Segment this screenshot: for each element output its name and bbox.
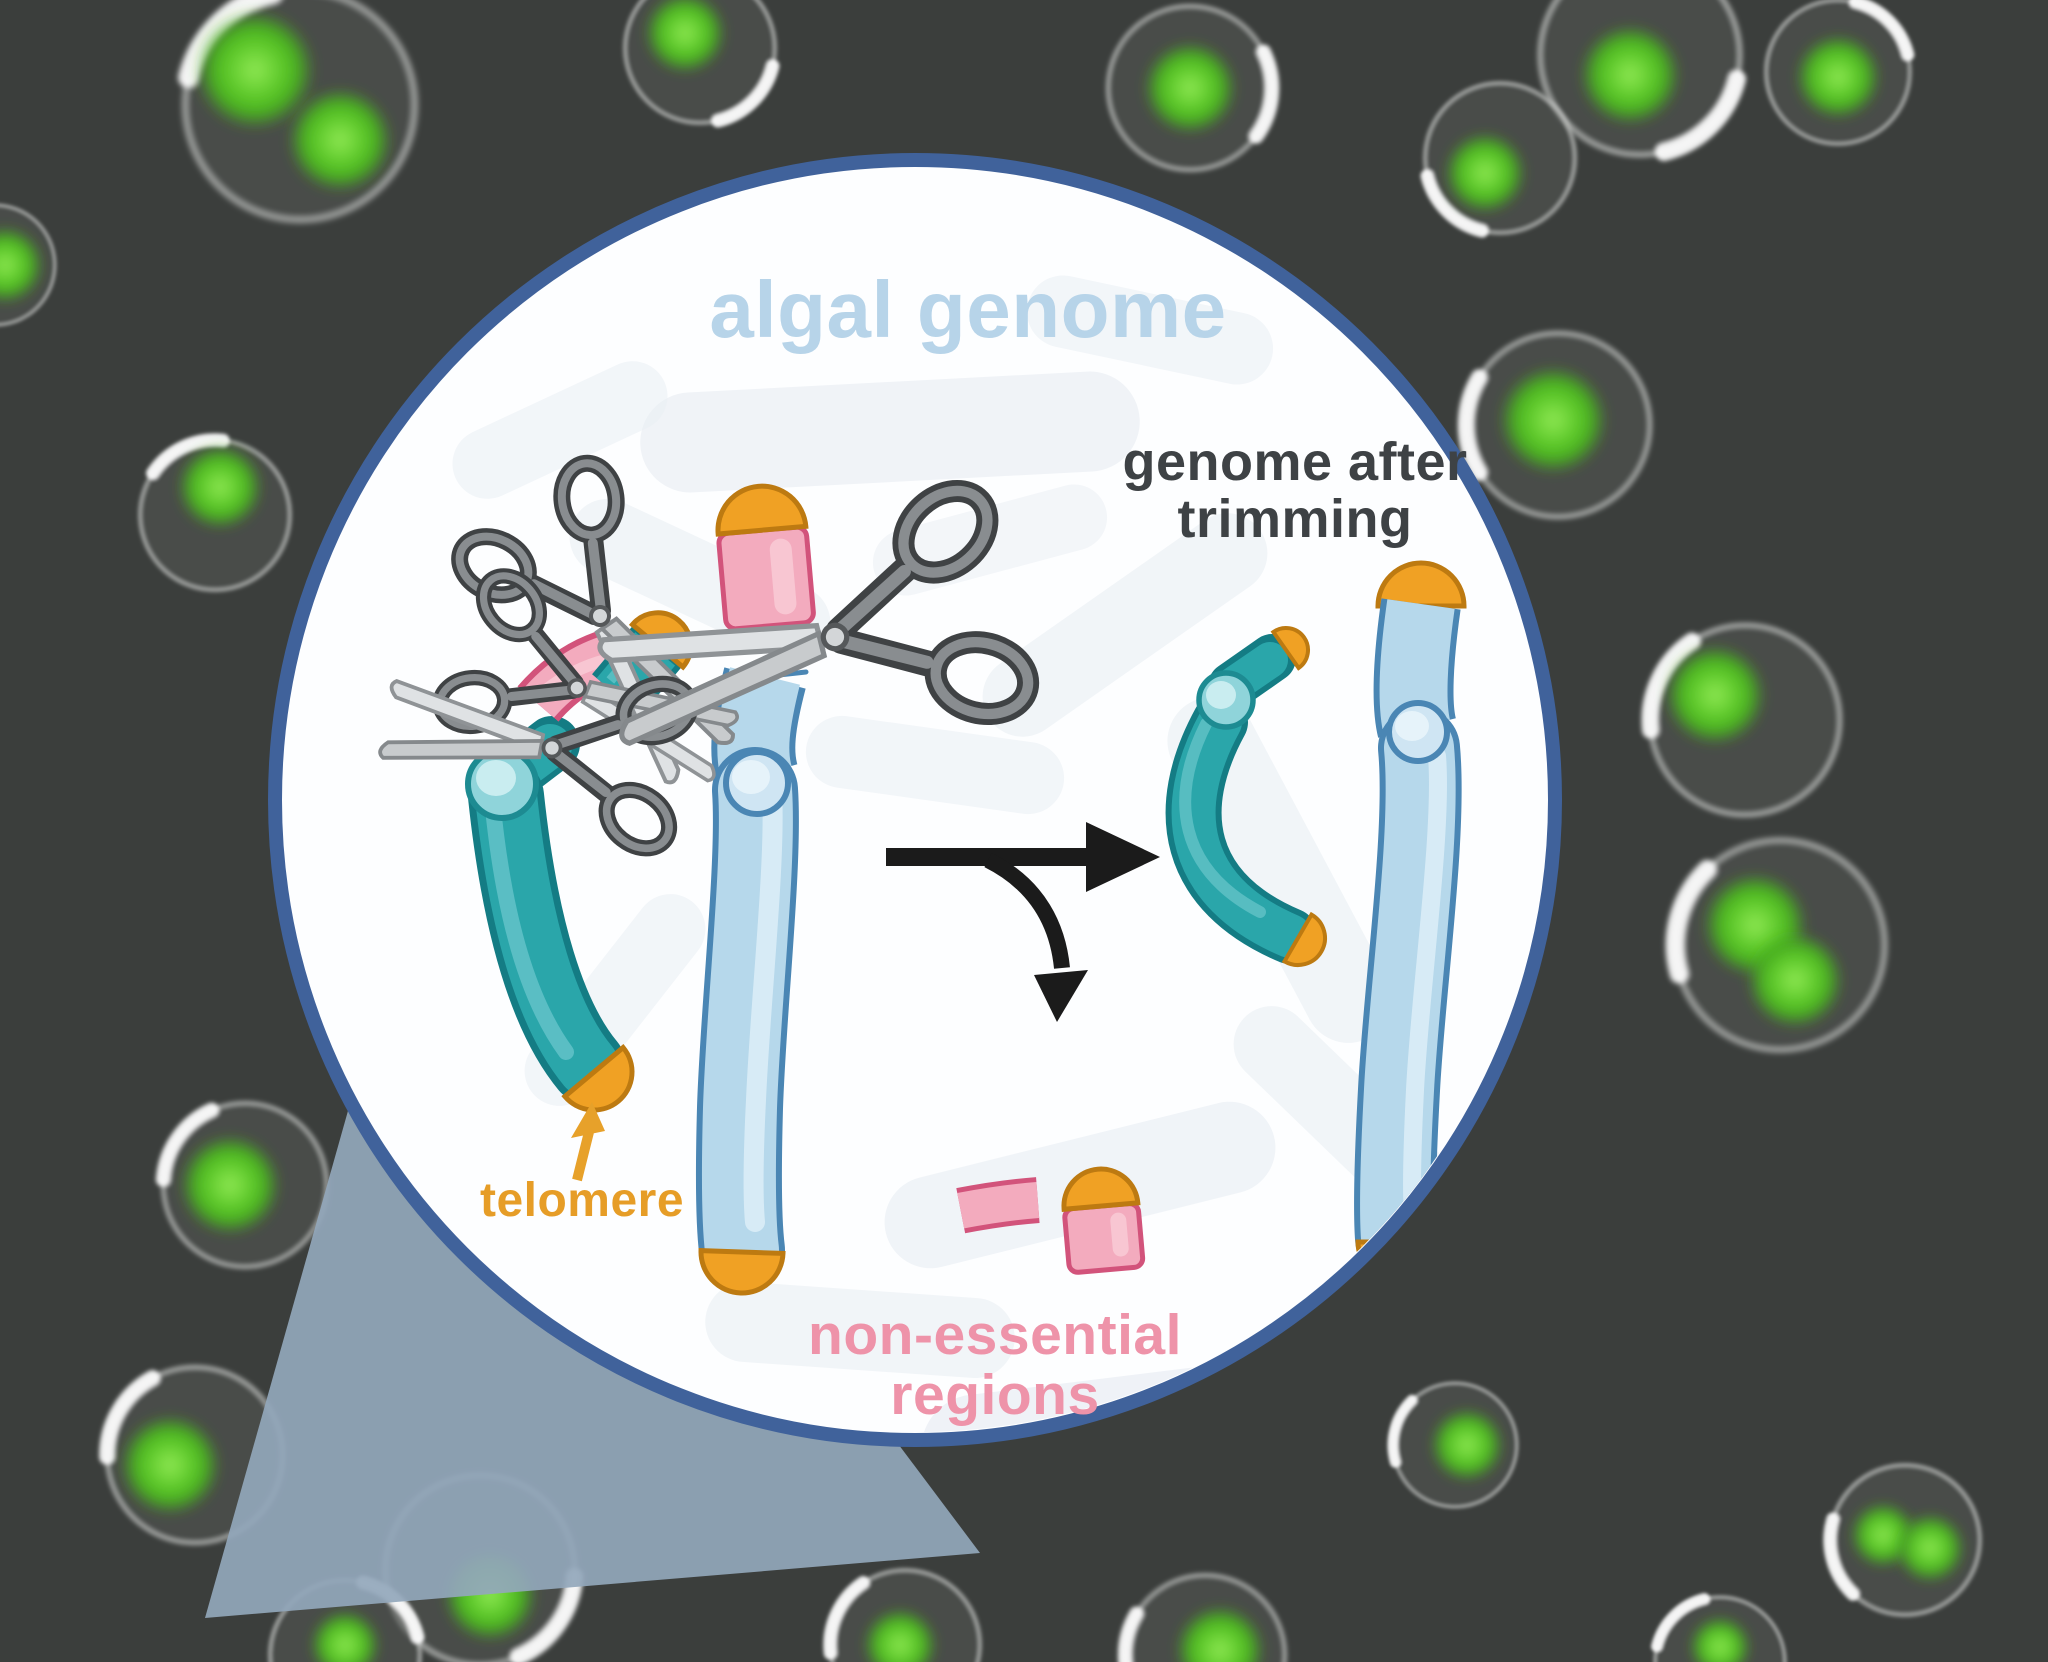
algal-cell — [1655, 1597, 1785, 1662]
telomere-cap — [561, 1044, 635, 1113]
telomere-cap — [1281, 911, 1327, 967]
chromosome-teal-trimmed — [1165, 626, 1327, 967]
chromosome-teal-original — [465, 716, 635, 1113]
non-essential-regions-label: non-essential regions — [808, 1303, 1182, 1428]
algal-cell — [1803, 1438, 2008, 1643]
telomere-cap — [698, 1247, 786, 1296]
chromosome-blue-original — [695, 667, 809, 1296]
algal-cell — [185, 0, 415, 220]
telomere-label: telomere — [479, 1174, 685, 1227]
fork-arrow-icon — [886, 822, 1160, 1022]
algal-cell — [1425, 83, 1575, 233]
algal-cell — [1540, 0, 1740, 155]
fragment-pink-with-telomere — [715, 483, 816, 632]
telomere-cap — [1061, 1166, 1141, 1212]
algal-cell — [1766, 0, 1910, 144]
telomere-cap — [715, 483, 809, 537]
algal-cell — [1428, 295, 1688, 555]
algal-cell — [1623, 598, 1867, 842]
genome-after-trimming-label: genome after trimming — [1122, 432, 1468, 550]
algal-cell — [1074, 0, 1305, 204]
telomere-cap — [1375, 560, 1467, 609]
telomere-pointer-arrow — [571, 1102, 605, 1182]
algal-cell — [809, 1549, 1001, 1662]
algal-cell — [150, 1090, 340, 1280]
algal-cell — [270, 1580, 420, 1662]
fragment-pink-capped — [1061, 1166, 1146, 1275]
algal-cell — [119, 419, 311, 611]
algal-cell — [87, 1347, 303, 1563]
telomere-cap — [1270, 626, 1310, 671]
algal-cell — [1092, 1542, 1318, 1662]
algal-cell — [625, 0, 775, 123]
algal-cell — [0, 183, 77, 347]
algal-cell — [1637, 802, 1924, 1089]
fragment-pink-small — [956, 1177, 1040, 1234]
algal-genome-title: algal genome — [709, 265, 1227, 354]
algal-cell — [1370, 1360, 1539, 1529]
